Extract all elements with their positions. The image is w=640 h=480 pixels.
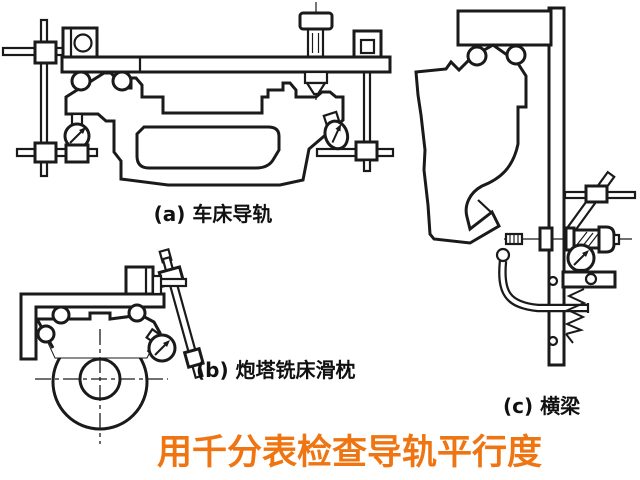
roller	[111, 70, 133, 92]
l-bracket	[19, 292, 166, 361]
roller	[36, 324, 56, 344]
figure-a-lathe-guideway-drawing	[1, 2, 395, 187]
roller	[505, 44, 527, 66]
dial-indicator-right	[322, 110, 350, 151]
bed-cavity	[135, 125, 281, 170]
figure-a-label: (a) 车床导轨	[153, 202, 273, 226]
beam-top-block	[456, 9, 553, 47]
figure-b-ram-drawing	[19, 247, 205, 444]
right-clamp-stand	[315, 29, 395, 173]
rod-clamp-block	[584, 184, 609, 204]
left-clamp-stand	[1, 18, 99, 178]
plunger-indicator	[298, 2, 334, 100]
dial-indicator	[147, 333, 177, 363]
straightedge-bar	[60, 55, 392, 74]
roller	[70, 70, 92, 92]
roller	[51, 305, 71, 325]
measuring-spindle	[504, 225, 632, 254]
vertical-bar	[547, 6, 566, 367]
column-profile	[414, 43, 528, 245]
dial-indicator-left	[63, 112, 91, 164]
figure-b-label: (b) 炮塔铣床滑枕	[196, 358, 356, 382]
figure-c-label: (c) 横梁	[503, 394, 581, 418]
roller	[127, 303, 147, 323]
spring	[564, 288, 587, 335]
roller	[466, 45, 488, 67]
main-caption: 用千分表检查导轨平行度	[157, 433, 543, 473]
mount-block	[124, 265, 155, 296]
figure-c-crossbeam-drawing	[414, 6, 637, 367]
indicator-rod	[157, 247, 205, 380]
